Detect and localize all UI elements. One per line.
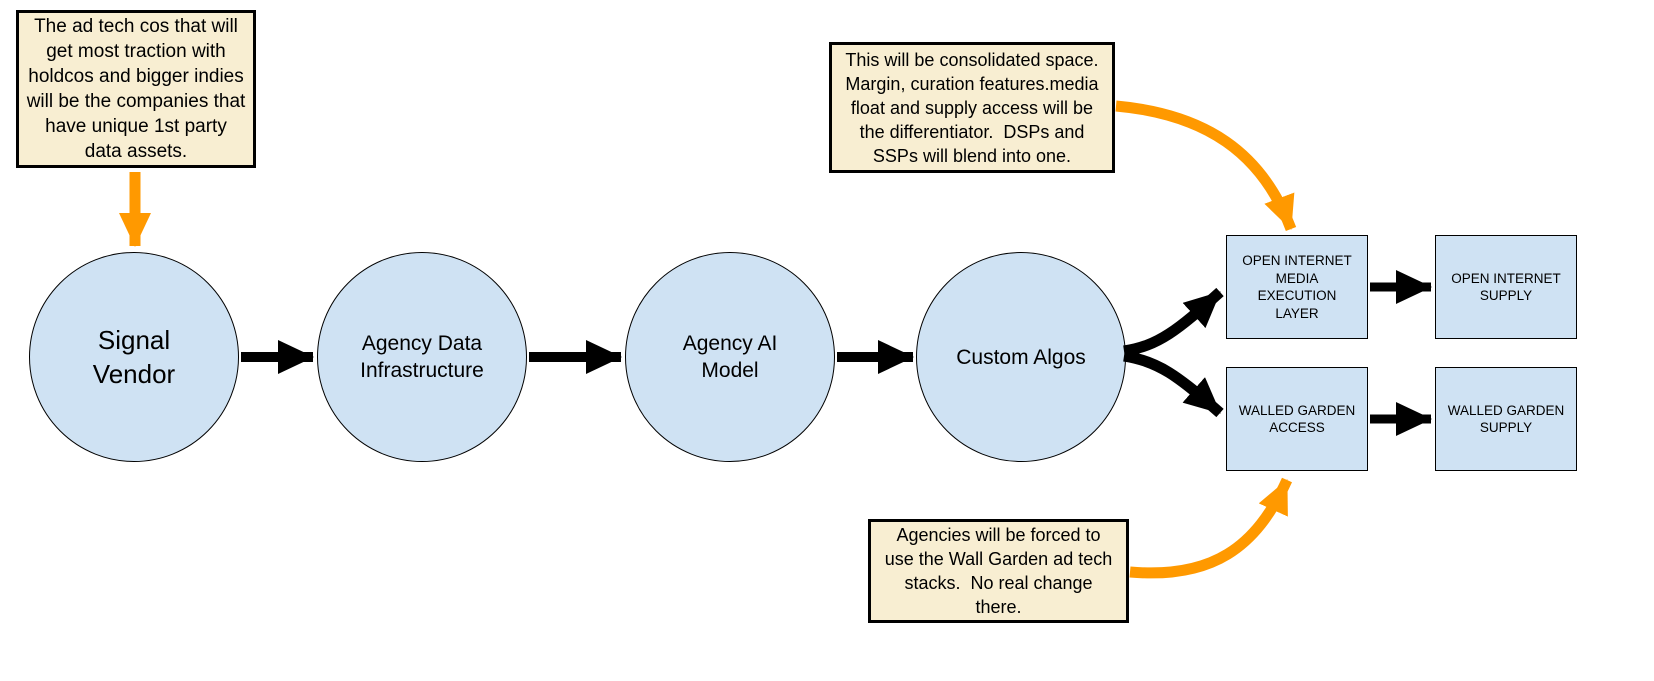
note-text: The ad tech cos that will get most tract… — [26, 16, 246, 162]
box-open-internet-supply[interactable]: OPEN INTERNET SUPPLY — [1435, 235, 1577, 339]
circle-signal-vendor[interactable]: Signal Vendor — [29, 252, 239, 462]
note-text: This will be consolidated space. Margin,… — [845, 49, 1099, 166]
node-label: Agency AI Model — [682, 332, 778, 382]
note-walled-garden-stacks[interactable]: Agencies will be forced to use the Wall … — [868, 519, 1129, 623]
annotation-arrow-note-to-garden-access — [1129, 477, 1293, 579]
node-label: WALLED GARDEN ACCESS — [1238, 402, 1356, 436]
note-consolidated-space[interactable]: This will be consolidated space. Margin,… — [829, 42, 1115, 173]
annotation-arrow-note-to-execution-layer — [1115, 100, 1297, 231]
node-label: WALLED GARDEN SUPPLY — [1447, 402, 1565, 436]
node-label: Signal Vendor — [92, 325, 176, 389]
node-label: OPEN INTERNET SUPPLY — [1451, 270, 1561, 304]
box-open-internet-media-execution-layer[interactable]: OPEN INTERNET MEDIA EXECUTION LAYER — [1226, 235, 1368, 339]
connector-custom-algos-to-open-internet — [1123, 287, 1224, 357]
node-label: Agency Data Infrastructure — [360, 332, 484, 382]
circle-custom-algos[interactable]: Custom Algos — [916, 252, 1126, 462]
box-walled-garden-access[interactable]: WALLED GARDEN ACCESS — [1226, 367, 1368, 471]
circle-agency-ai-model[interactable]: Agency AI Model — [625, 252, 835, 462]
node-label: OPEN INTERNET MEDIA EXECUTION LAYER — [1242, 253, 1352, 321]
connector-custom-algos-to-walled-garden — [1123, 350, 1224, 418]
node-label: Custom Algos — [956, 345, 1086, 369]
box-walled-garden-supply[interactable]: WALLED GARDEN SUPPLY — [1435, 367, 1577, 471]
circle-agency-data-infrastructure[interactable]: Agency Data Infrastructure — [317, 252, 527, 462]
note-text: Agencies will be forced to use the Wall … — [884, 525, 1113, 617]
note-1st-party-data[interactable]: The ad tech cos that will get most tract… — [16, 10, 256, 168]
